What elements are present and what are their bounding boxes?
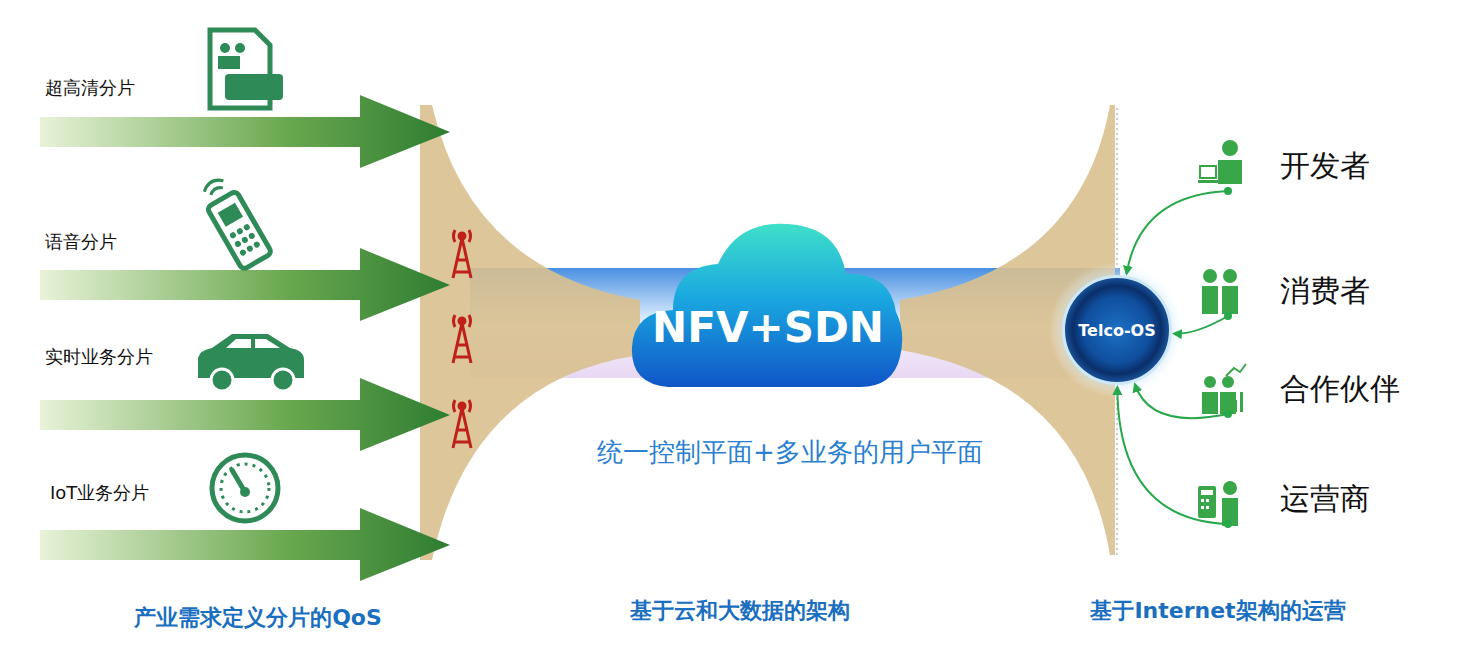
text-label: 基于Internet架构的运营 xyxy=(1090,596,1345,626)
text-label: 统一控制平面+多业务的用户平面 xyxy=(597,435,983,470)
connector-arrow xyxy=(1127,191,1228,274)
connector-dot xyxy=(1224,187,1232,195)
role-node: 运营商 xyxy=(1195,476,1370,522)
text-label: 语音分片 xyxy=(45,230,117,254)
node-text: Telco-OS xyxy=(1078,321,1155,340)
node-text: 开发者 xyxy=(1280,146,1370,187)
telco-os-circle: Telco-OS xyxy=(1062,275,1172,385)
node-text: 消费者 xyxy=(1280,271,1370,312)
connector-dot xyxy=(1224,520,1232,528)
phone-icon xyxy=(197,173,272,270)
connector-dot xyxy=(1224,312,1232,320)
cloud-shape xyxy=(628,212,908,392)
cloud-node: NFV+SDN xyxy=(628,212,908,392)
role-node: 开发者 xyxy=(1195,143,1370,189)
role-node: 消费者 xyxy=(1195,268,1370,314)
text-label: 基于云和大数据的架构 xyxy=(630,596,850,626)
text-label: 产业需求定义分片的QoS xyxy=(134,603,382,633)
connector-arrow xyxy=(1135,384,1228,418)
node-text: 合作伙伴 xyxy=(1280,369,1400,410)
role-icons xyxy=(1198,140,1246,526)
mov-icon xyxy=(210,30,283,108)
connector-arrow xyxy=(1174,316,1228,334)
slice-arrows xyxy=(40,95,450,581)
node-text: 运营商 xyxy=(1280,479,1370,520)
text-label: IoT业务分片 xyxy=(50,481,149,505)
node-text: NFV+SDN xyxy=(652,303,884,352)
connector-arrow xyxy=(1117,387,1228,524)
connector-dot xyxy=(1224,410,1232,418)
gauge-icon xyxy=(212,455,278,521)
role-node: 合作伙伴 xyxy=(1195,366,1400,412)
text-label: 实时业务分片 xyxy=(45,345,153,369)
text-label: 超高清分片 xyxy=(45,76,135,100)
left-funnel xyxy=(420,105,640,560)
car-icon xyxy=(198,334,304,391)
telco-glow xyxy=(1049,262,1185,398)
towers xyxy=(453,230,471,448)
